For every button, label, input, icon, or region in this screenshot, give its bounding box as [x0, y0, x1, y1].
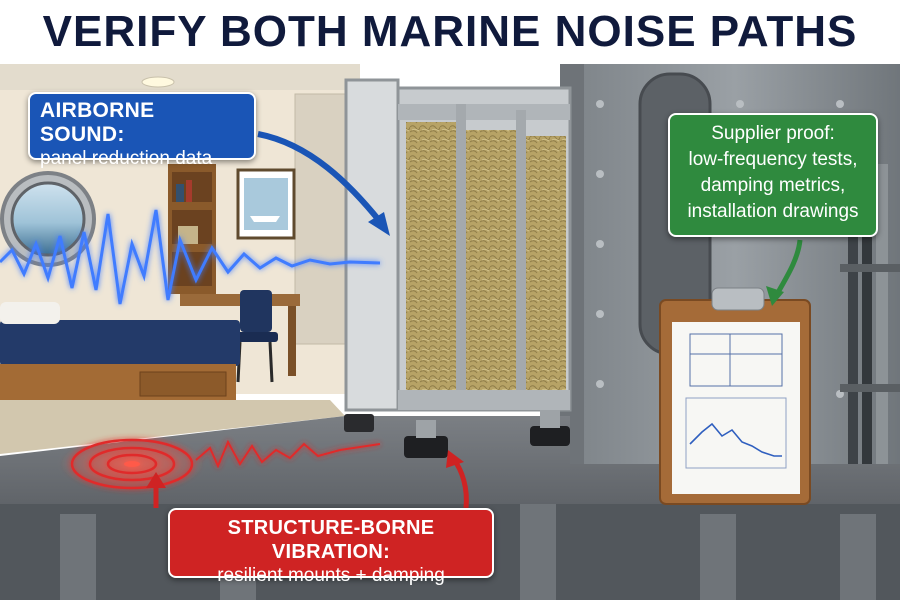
rubber-mount-icon	[344, 410, 570, 458]
picture-frame-icon	[236, 168, 296, 240]
structure-arrowhead-right	[446, 450, 464, 468]
airborne-heading: AIRBORNE SOUND:	[40, 99, 155, 146]
bookshelf	[168, 164, 216, 294]
scene-illustration	[0, 64, 900, 600]
supplier-proof-callout: Supplier proof: low-frequency tests, dam…	[668, 113, 878, 237]
acoustic-wall-panel	[344, 78, 572, 412]
sound-wave-icon	[0, 209, 381, 305]
airborne-arrow	[257, 131, 385, 226]
vibration-rings-icon	[60, 436, 381, 492]
supplier-line-1: Supplier proof:	[711, 123, 835, 144]
desk-leg	[288, 306, 296, 376]
cabin-ceiling	[0, 64, 360, 90]
bed-icon	[0, 302, 240, 404]
structure-borne-callout: STRUCTURE-BORNE VIBRATION: resilient mou…	[168, 508, 494, 586]
cabin-floor	[0, 400, 345, 454]
clipboard-graph-line	[689, 422, 782, 457]
structure-detail: resilient mounts + damping	[217, 565, 445, 586]
airborne-detail: panel reduction data	[40, 148, 213, 169]
airborne-sound-callout: AIRBORNE SOUND: panel reduction data	[28, 92, 256, 169]
structure-arrowhead-left	[146, 472, 166, 488]
clipboard-icon	[659, 287, 811, 505]
ceiling-light-icon	[141, 76, 175, 88]
supplier-line-2: low-frequency tests,	[688, 149, 858, 170]
wall-panel	[294, 93, 346, 345]
supplier-line-3: damping metrics,	[700, 175, 846, 196]
porthole-window-icon	[0, 171, 96, 267]
rivets	[596, 100, 844, 398]
structure-heading: STRUCTURE-BORNE VIBRATION:	[227, 517, 435, 563]
supplier-arrowhead	[766, 286, 784, 306]
airborne-arrowhead	[368, 212, 390, 236]
supplier-line-4: installation drawings	[687, 201, 859, 222]
page-title: VERIFY BOTH MARINE NOISE PATHS	[0, 0, 900, 64]
chair-icon	[232, 290, 278, 383]
pipes-icon	[840, 164, 900, 464]
